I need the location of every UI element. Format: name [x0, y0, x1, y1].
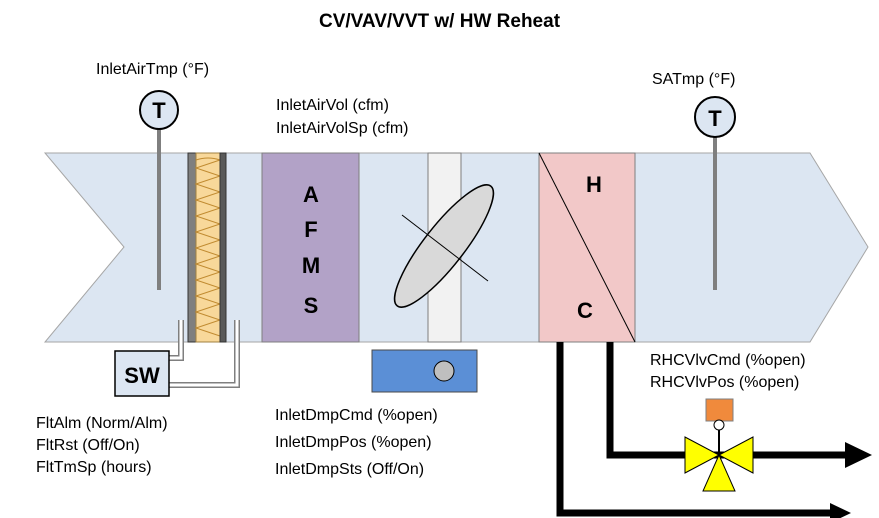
hw-supply-pipe: [606, 342, 850, 459]
filter-frame-left: [187, 152, 197, 343]
damper-actuator-indicator-icon: [433, 360, 455, 382]
filter-frame-right: [219, 152, 227, 343]
inlet-temp-sensor-icon: [139, 90, 179, 130]
damper-command-label: InletDmpCmd (%open): [275, 407, 438, 424]
hw-flow-arrow-icon: [845, 442, 872, 468]
afms-letter-a: A: [303, 182, 319, 207]
filter-switch-box: [114, 350, 170, 397]
inlet-temp-label: InletAirTmp (°F): [96, 61, 210, 78]
damper-status-label: InletDmpSts (Off/On): [275, 461, 425, 478]
supply-temp-sensor-icon: [694, 96, 736, 138]
coil-cool-letter: C: [577, 298, 593, 323]
valve-command-label: RHCVlvCmd (%open): [650, 352, 806, 369]
valve-body-right-icon: [717, 436, 754, 474]
filter-alarm-label: FltAlm (Norm/Alm): [36, 415, 168, 432]
hw-return-arrow-icon: [830, 503, 851, 518]
damper-shaft: [401, 214, 489, 282]
airflow-setpoint-label: InletAirVolSp (cfm): [276, 120, 409, 137]
supply-temp-label: SATmp (°F): [652, 71, 736, 88]
filter-media-pleats: [194, 157, 222, 337]
valve-body-bottom-icon: [702, 453, 736, 492]
coil-heat-letter: H: [586, 172, 602, 197]
valve-position-label: RHCVlvPos (%open): [650, 374, 800, 391]
damper-actuator: [371, 349, 478, 393]
airflow-volume-label: InletAirVol (cfm): [276, 97, 389, 114]
damper-blade: [393, 184, 495, 308]
filter-reset-label: FltRst (Off/On): [36, 437, 140, 454]
diagram-title: CV/VAV/VVT w/ HW Reheat: [318, 11, 561, 32]
afms-letter-f: F: [304, 217, 317, 242]
afms-letter-m: M: [302, 253, 320, 278]
reheat-coil-divider: [538, 152, 636, 343]
afms-block: [261, 152, 360, 343]
hw-return-pipe: [556, 342, 835, 517]
inlet-temp-sensor-letter: T: [152, 98, 166, 123]
afms-letter-s: S: [304, 293, 319, 318]
supply-temp-sensor-letter: T: [708, 106, 722, 131]
filter-dp-tube-downstream-inner: [168, 320, 239, 387]
valve-actuator-indicator-icon: [713, 419, 725, 431]
valve-body-left-icon: [684, 436, 721, 474]
filter-dp-tube-upstream-inner: [168, 320, 183, 360]
filter-time-setpoint-label: FltTmSp (hours): [36, 459, 152, 476]
filter-switch-label: SW: [124, 363, 160, 388]
valve-actuator: [705, 398, 734, 422]
damper-position-label: InletDmpPos (%open): [275, 434, 432, 451]
